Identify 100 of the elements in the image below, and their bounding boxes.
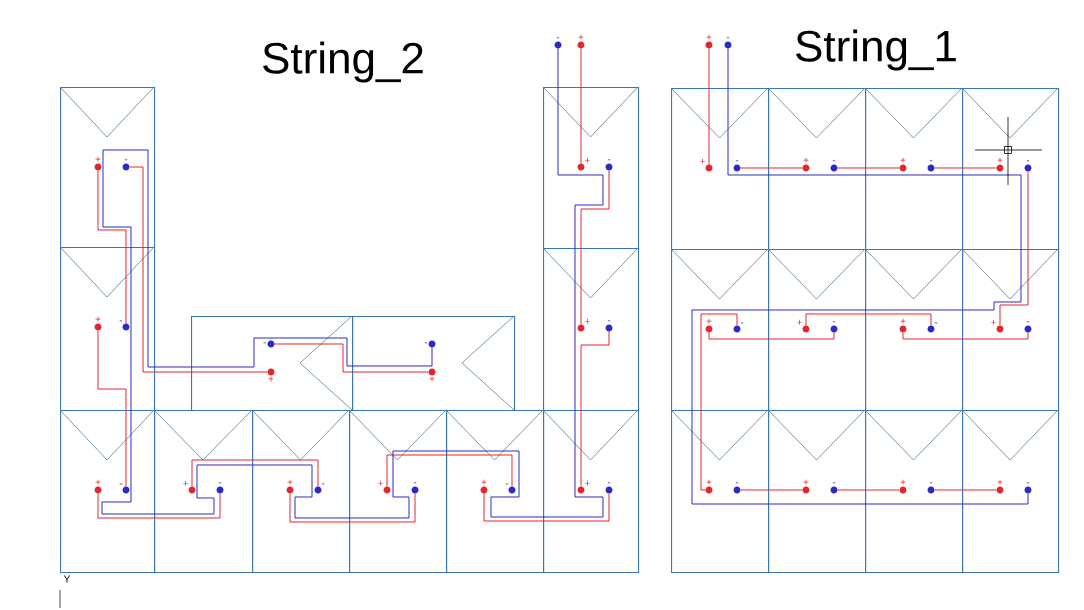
node-label: - (934, 322, 938, 324)
node-label: + (481, 479, 487, 485)
terminal: + (705, 318, 713, 333)
node-label: - (218, 482, 222, 484)
node-label: + (378, 480, 384, 486)
node-label: - (119, 320, 123, 322)
node-label: - (1026, 321, 1030, 323)
wire (483, 493, 610, 522)
terminal: - (119, 483, 130, 494)
wire (386, 454, 513, 487)
wire (700, 313, 738, 491)
terminal: + (94, 156, 102, 171)
terminal: + (378, 480, 391, 494)
node-label: + (95, 479, 101, 485)
node-label: - (832, 321, 836, 323)
wire (805, 313, 932, 326)
wire (740, 489, 803, 491)
node-label: - (607, 159, 611, 161)
terminal: + (996, 157, 1004, 172)
solar-panel (59, 246, 156, 412)
terminal: + (94, 479, 102, 494)
node-label: - (740, 322, 744, 324)
terminal: + (577, 318, 590, 332)
terminal: - (733, 160, 741, 172)
wire (708, 48, 710, 165)
solar-panel (542, 247, 640, 412)
wire (97, 493, 221, 519)
solar-panel (864, 409, 964, 574)
node-label: - (263, 342, 267, 344)
terminal: + (94, 316, 102, 331)
solar-panel (348, 409, 448, 574)
wire (691, 48, 1029, 505)
terminal: - (927, 322, 938, 333)
node-label: + (578, 34, 584, 40)
solar-panel (352, 315, 516, 412)
solar-panel (961, 87, 1060, 251)
terminal: - (1024, 160, 1032, 172)
node-label: - (413, 482, 417, 484)
node-label: + (797, 319, 803, 325)
terminal: - (314, 483, 325, 494)
wire (934, 489, 997, 491)
terminal: + (267, 368, 275, 382)
node-label: - (929, 482, 933, 484)
wire (837, 167, 900, 169)
terminal: + (705, 479, 713, 494)
node-label: + (706, 318, 712, 324)
node-label: + (95, 316, 101, 322)
node-label: + (584, 480, 590, 486)
terminal: - (216, 482, 224, 494)
terminal: + (700, 158, 713, 172)
terminal: - (927, 160, 935, 172)
terminal: + (899, 318, 907, 333)
node-label: + (803, 157, 809, 163)
cable-end: + (705, 34, 713, 49)
terminal: + (286, 479, 294, 494)
node-label: - (832, 160, 836, 162)
solar-panel (542, 86, 640, 250)
node-label: - (556, 37, 560, 39)
solar-panel (59, 86, 156, 249)
wire (191, 459, 319, 487)
terminal: + (797, 319, 810, 333)
wire (97, 170, 127, 324)
terminal: + (183, 480, 196, 494)
terminal: - (1024, 321, 1032, 333)
node-label: + (997, 157, 1003, 163)
wire (934, 167, 997, 169)
group-title: String_1 (796, 29, 956, 71)
terminal: + (996, 479, 1004, 494)
terminal: - (119, 320, 130, 331)
terminal: - (733, 322, 744, 333)
cable-end: + (577, 34, 585, 49)
terminal: + (899, 157, 907, 172)
solar-panel (670, 248, 770, 412)
terminal: - (733, 482, 741, 494)
node-label: - (321, 483, 325, 485)
solar-panel (864, 248, 964, 412)
terminal: - (263, 340, 275, 348)
terminal: + (577, 157, 590, 171)
solar-panel (767, 409, 867, 574)
solar-panel (251, 409, 351, 574)
node-label: + (700, 158, 706, 164)
terminal: - (605, 320, 613, 332)
solar-panel (542, 409, 640, 574)
wire (580, 331, 610, 487)
solar-panel (670, 409, 770, 574)
terminal: - (830, 321, 838, 333)
terminal: - (605, 159, 613, 171)
node-label: - (726, 37, 730, 39)
wire (274, 343, 429, 373)
solar-panel (961, 409, 1060, 574)
solar-panel (153, 409, 254, 574)
wire (289, 493, 416, 523)
node-label: + (429, 376, 435, 382)
terminal: - (411, 482, 419, 494)
terminal: + (480, 479, 488, 494)
terminal: - (830, 482, 838, 494)
node-label: - (832, 482, 836, 484)
terminal: + (899, 479, 907, 494)
terminal: - (505, 483, 516, 494)
terminal: + (802, 479, 810, 494)
